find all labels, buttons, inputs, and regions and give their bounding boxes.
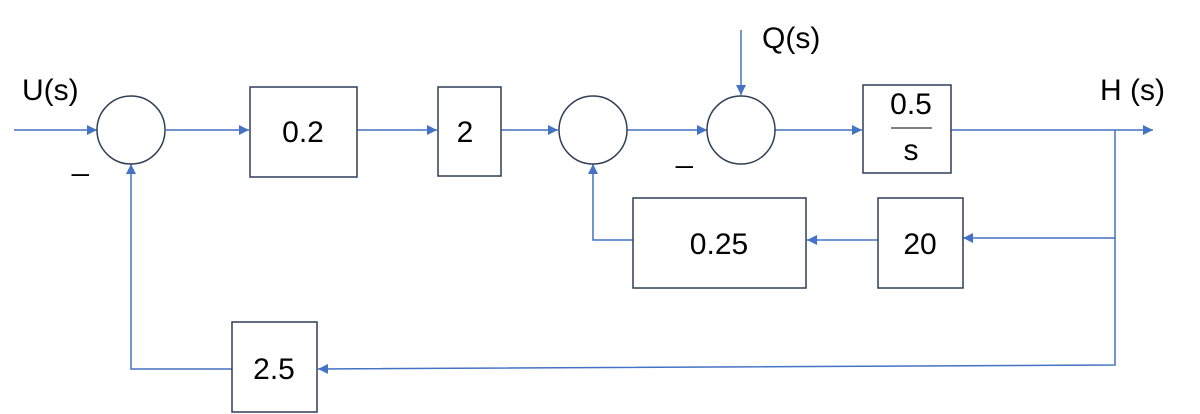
summing-junction-3 xyxy=(706,95,776,165)
inner-feedback-filter-block xyxy=(632,197,807,289)
inner-feedback-filter-label: 0.25 xyxy=(690,228,748,261)
outer-feedback-return-line xyxy=(126,164,232,370)
disturbance-signal-label: Q(s) xyxy=(762,22,820,55)
input-signal-label: U(s) xyxy=(22,74,79,107)
inner-feedback-gain-label: 20 xyxy=(903,228,936,261)
summing-junction-2 xyxy=(558,95,628,165)
signal-lines xyxy=(14,30,1153,374)
inner-feedback-return-line xyxy=(588,164,633,241)
outer-feedback-gain-label: 2.5 xyxy=(253,353,295,386)
gain-b-label: 2 xyxy=(457,116,474,149)
outer-feedback-gain-block xyxy=(231,321,318,413)
outer-feedback-pickoff-line xyxy=(317,238,1116,374)
plant-numerator: 0.5 xyxy=(890,88,932,121)
plant-denominator: s xyxy=(904,134,919,167)
outer-loop-minus-sign: _ xyxy=(71,144,90,177)
gain-block-0-2 xyxy=(249,86,358,178)
summing-junction-1 xyxy=(96,95,166,165)
inner-feedback-pickoff-line xyxy=(963,130,1116,243)
gain-a-label: 0.2 xyxy=(282,116,324,149)
output-signal-label: H (s) xyxy=(1100,74,1165,107)
disturbance-minus-sign: _ xyxy=(675,136,694,169)
inner-feedback-gain-block xyxy=(877,197,964,289)
plant-block xyxy=(862,84,952,174)
gain-block-2 xyxy=(437,86,502,177)
